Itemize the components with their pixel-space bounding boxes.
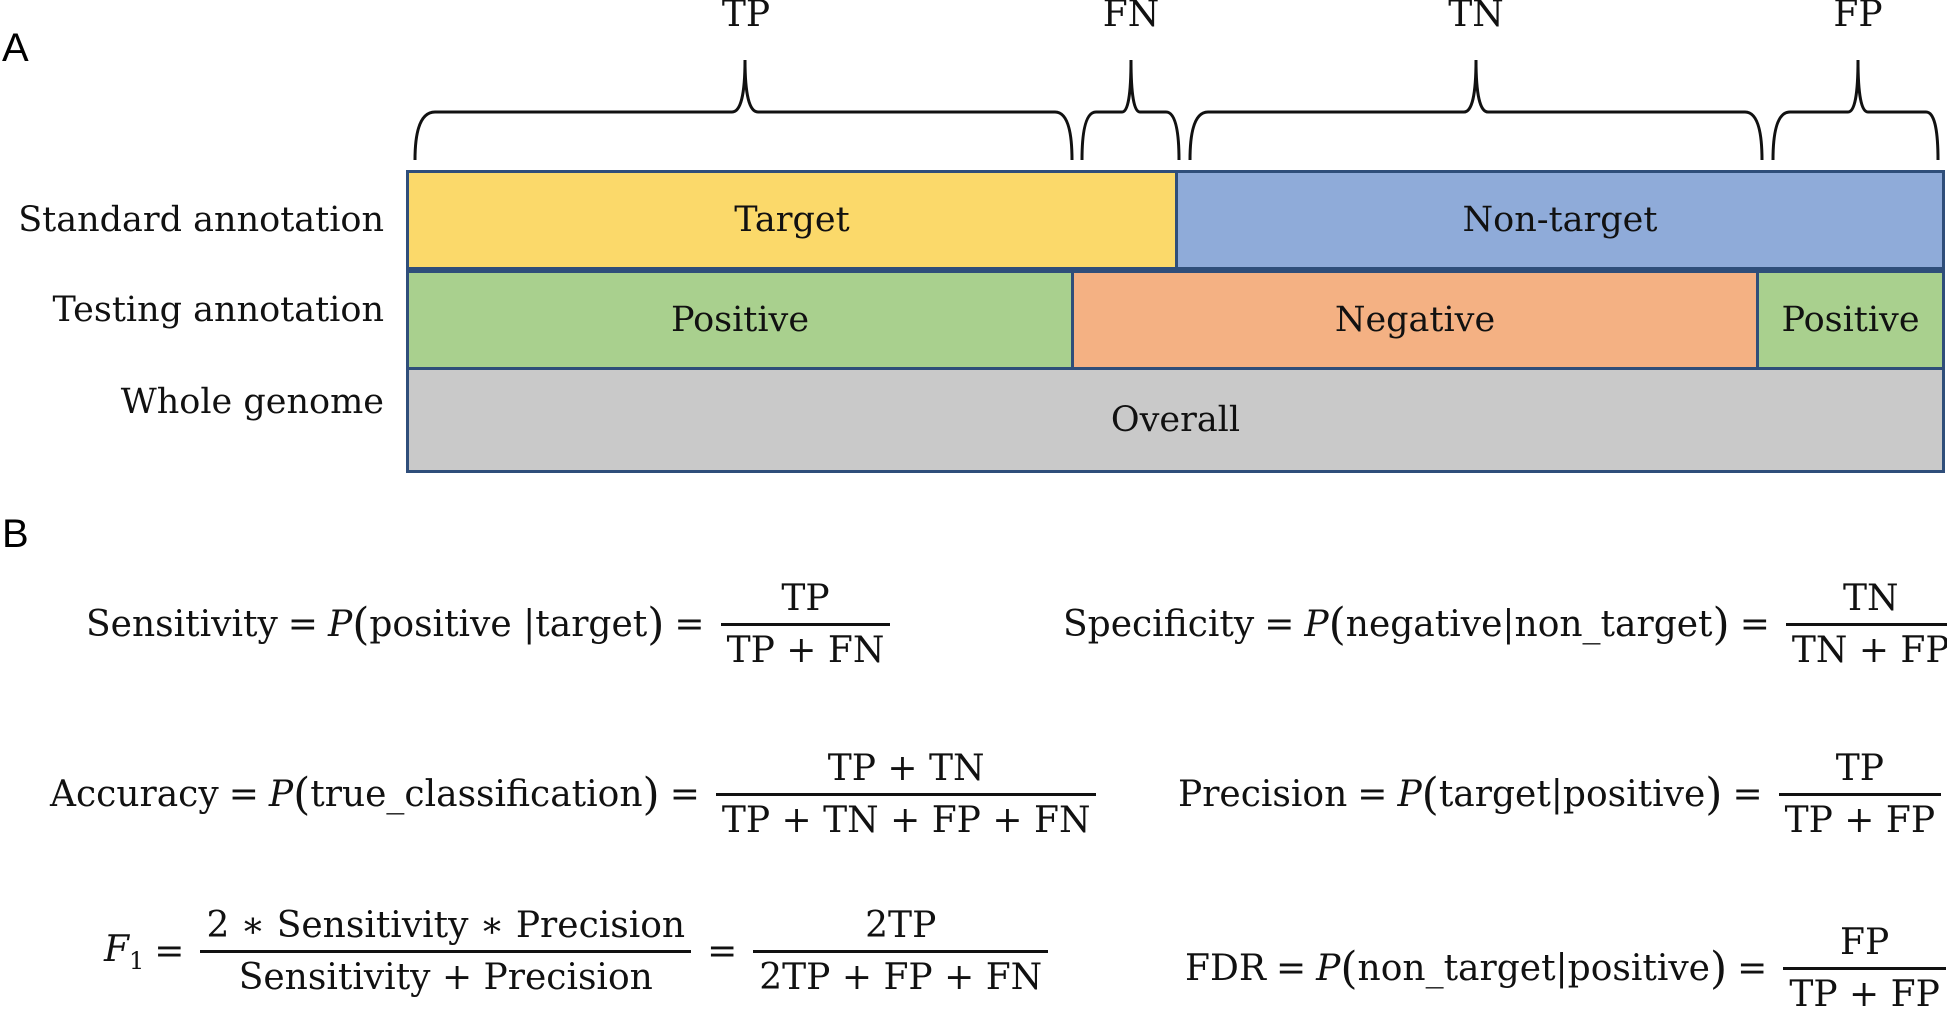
- denominator: TP + FP: [1784, 800, 1936, 841]
- brace-tn: [1188, 59, 1764, 161]
- row-label-whole: Whole genome: [120, 382, 384, 422]
- equals-sign: =: [674, 604, 705, 645]
- prob-arg: positive |target: [369, 604, 648, 645]
- numerator: TP + TN: [827, 748, 985, 789]
- panel-label-b: B: [2, 512, 29, 556]
- numerator: 2TP: [865, 905, 937, 946]
- denominator: TP + FP: [1789, 974, 1940, 1015]
- denominator: 2TP + FP + FN: [759, 957, 1043, 998]
- eq-name: Sensitivity: [86, 604, 278, 645]
- brace-label-fn: FN: [1102, 0, 1160, 35]
- equals-sign: =: [1275, 948, 1307, 989]
- equals-sign: =: [1732, 774, 1763, 815]
- prob-arg: non_target|positive: [1357, 948, 1710, 989]
- denominator: TP + TN + FP + FN: [721, 800, 1091, 841]
- brace-fn: [1080, 59, 1181, 161]
- denominator: TN + FP: [1791, 630, 1947, 671]
- equation-f1: F1 = 2 ∗ Sensitivity ∗ Precision Sensiti…: [104, 905, 1054, 998]
- segment-non-target: Non-target: [1175, 170, 1945, 270]
- segment-overall: Overall: [406, 367, 1945, 473]
- equals-sign: =: [154, 931, 185, 972]
- prob-symbol: P: [268, 774, 294, 815]
- brace-fp: [1771, 59, 1940, 161]
- fraction: TP + TN TP + TN + FP + FN: [715, 748, 1097, 841]
- fraction: 2 ∗ Sensitivity ∗ Precision Sensitivity …: [200, 905, 692, 998]
- prob-arg: target|positive: [1438, 774, 1706, 815]
- segment-target: Target: [406, 170, 1178, 270]
- prob-symbol: P: [1316, 948, 1341, 989]
- fraction-bar: [715, 793, 1097, 796]
- fraction-bar: [1785, 623, 1947, 626]
- segment-positive-2: Positive: [1756, 270, 1945, 370]
- fraction: 2TP 2TP + FP + FN: [753, 905, 1049, 998]
- equals-sign: =: [287, 604, 318, 645]
- equals-sign: =: [669, 774, 700, 815]
- brace-tp: [413, 59, 1074, 161]
- f-subscript: 1: [128, 946, 145, 975]
- equation-sensitivity: Sensitivity = P(positive |target) = TP T…: [86, 578, 896, 671]
- equals-sign: =: [1357, 774, 1388, 815]
- right-paren: ): [1712, 598, 1730, 650]
- brace-label-fp: FP: [1833, 0, 1883, 35]
- brace-label-tn: TN: [1448, 0, 1504, 35]
- prob-arg: true_classification: [310, 774, 643, 815]
- fraction-bar: [200, 950, 692, 953]
- equation-fdr: FDR = P(non_target|positive) = FP TP + F…: [1185, 922, 1947, 1015]
- fraction-bar: [720, 623, 891, 626]
- fraction: FP TP + FP: [1783, 922, 1946, 1015]
- eq-name: Accuracy: [50, 774, 219, 815]
- left-paren: (: [1328, 598, 1346, 650]
- panel-label-a: A: [2, 26, 29, 70]
- fraction-bar: [753, 950, 1049, 953]
- equals-sign: =: [1264, 604, 1295, 645]
- fraction-bar: [1783, 967, 1946, 970]
- left-paren: (: [352, 598, 370, 650]
- brace-label-tp: TP: [721, 0, 771, 35]
- segment-negative: Negative: [1071, 270, 1759, 370]
- prob-arg: negative|non_target: [1345, 604, 1713, 645]
- numerator: TP: [781, 578, 830, 619]
- prob-symbol: P: [1304, 604, 1329, 645]
- fraction-bar: [1778, 793, 1942, 796]
- right-paren: ): [1705, 768, 1723, 820]
- brace-group: [413, 59, 1940, 161]
- eq-name: FDR: [1185, 948, 1266, 989]
- prob-symbol: P: [1397, 774, 1422, 815]
- equation-accuracy: Accuracy = P(true_classification) = TP +…: [50, 748, 1102, 841]
- row-label-standard: Standard annotation: [18, 200, 384, 240]
- numerator: FP: [1839, 922, 1890, 963]
- left-paren: (: [293, 768, 311, 820]
- f-symbol: F: [104, 928, 129, 970]
- numerator: TN: [1842, 578, 1899, 619]
- segment-positive-1: Positive: [406, 270, 1074, 370]
- denominator: Sensitivity + Precision: [238, 957, 653, 998]
- equals-sign: =: [1739, 604, 1770, 645]
- fraction: TN TN + FP: [1785, 578, 1947, 671]
- right-paren: ): [642, 768, 660, 820]
- prob-symbol: P: [327, 604, 353, 645]
- numerator: TP: [1835, 748, 1884, 789]
- eq-name: F1: [104, 929, 144, 975]
- left-paren: (: [1421, 768, 1439, 820]
- equals-sign: =: [1737, 948, 1768, 989]
- fraction: TP TP + FP: [1778, 748, 1942, 841]
- right-paren: ): [647, 598, 665, 650]
- equation-specificity: Specificity = P(negative|non_target) = T…: [1063, 578, 1947, 671]
- equation-precision: Precision = P(target|positive ) = TP TP …: [1178, 748, 1947, 841]
- left-paren: (: [1340, 942, 1358, 994]
- equals-sign: =: [228, 774, 259, 815]
- numerator: 2 ∗ Sensitivity ∗ Precision: [206, 905, 686, 946]
- row-label-testing: Testing annotation: [52, 290, 384, 330]
- right-paren: ): [1710, 942, 1728, 994]
- denominator: TP + FN: [726, 630, 885, 671]
- eq-name: Specificity: [1063, 604, 1255, 645]
- fraction: TP TP + FN: [720, 578, 891, 671]
- eq-name: Precision: [1178, 774, 1348, 815]
- equals-sign: =: [707, 931, 738, 972]
